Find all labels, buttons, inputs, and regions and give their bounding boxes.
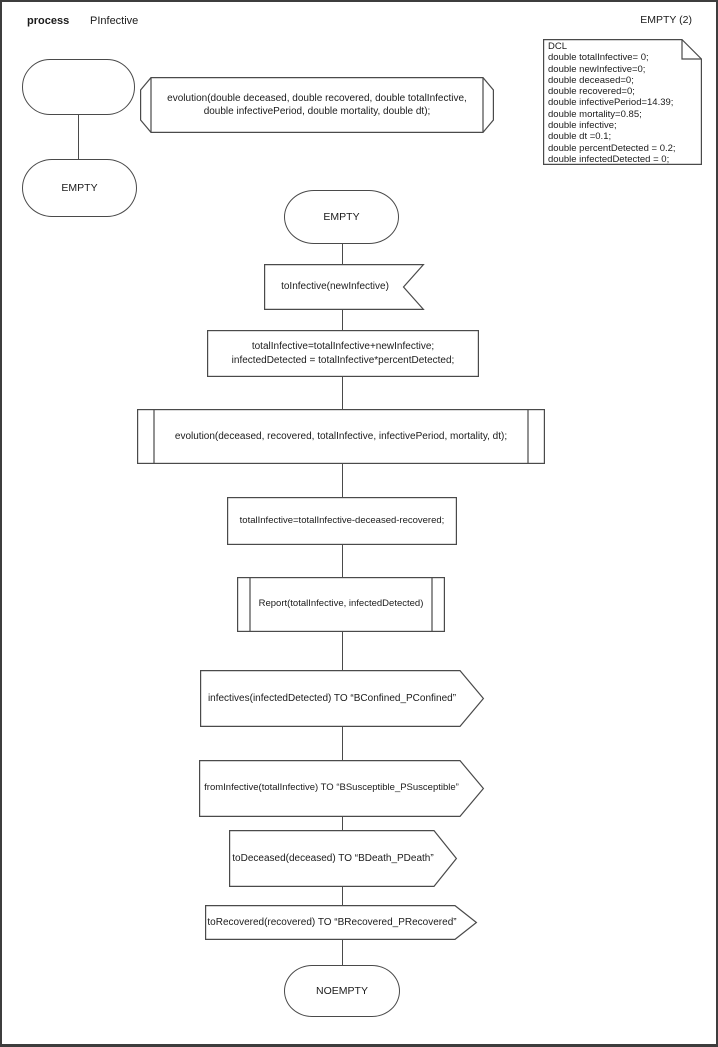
procedure-call-text: Report(totalInfective, infectedDetected) <box>258 598 424 610</box>
output-text: fromInfective(totalInfective) TO “BSusce… <box>204 782 459 794</box>
flow-connector <box>342 377 344 409</box>
flow-connector <box>342 310 344 330</box>
task-subtract-removed[interactable]: totalInfective=totalInfective-deceased-r… <box>227 497 458 545</box>
procedure-call-evolution[interactable]: evolution(deceased, recovered, totalInfe… <box>137 409 545 464</box>
input-toinfective[interactable]: toInfective(newInfective) <box>264 264 425 311</box>
flow-connector <box>78 115 80 159</box>
flow-connector <box>342 545 344 577</box>
procedure-declaration-evolution[interactable]: evolution(double deceased, double recove… <box>140 77 494 134</box>
process-name: PInfective <box>90 15 139 27</box>
page-reference: EMPTY (2) <box>640 14 692 26</box>
procedure-call-report[interactable]: Report(totalInfective, infectedDetected) <box>237 577 446 632</box>
state-label: EMPTY <box>323 211 360 223</box>
state-label: NOEMPTY <box>316 985 368 997</box>
declarations-text: DCL double totalInfective= 0; double new… <box>548 41 676 165</box>
output-frominfective[interactable]: fromInfective(totalInfective) TO “BSusce… <box>199 760 485 818</box>
process-kind-label: process <box>27 15 70 27</box>
state-label: EMPTY <box>61 182 98 194</box>
input-text: toInfective(newInfective) <box>281 281 389 293</box>
flow-connector <box>342 464 344 497</box>
task-text: totalInfective=totalInfective-deceased-r… <box>239 514 445 526</box>
flow-connector <box>342 817 344 830</box>
procedure-call-text: evolution(deceased, recovered, totalInfe… <box>174 430 508 442</box>
output-text: toRecovered(recovered) TO “BRecovered_PR… <box>207 916 457 928</box>
output-text: toDeceased(deceased) TO “BDeath_PDeath” <box>232 852 434 864</box>
declarations-text-symbol[interactable]: DCL double totalInfective= 0; double new… <box>543 39 702 165</box>
procedure-declaration-text: evolution(double deceased, double recove… <box>167 92 467 118</box>
output-text: infectives(infectedDetected) TO “BConfin… <box>207 692 457 704</box>
flow-connector <box>342 632 344 670</box>
flow-connector <box>342 244 344 264</box>
output-infectives[interactable]: infectives(infectedDetected) TO “BConfin… <box>200 670 485 728</box>
flow-connector <box>342 940 344 965</box>
output-todeceased[interactable]: toDeceased(deceased) TO “BDeath_PDeath” <box>229 830 458 888</box>
initial-state-empty[interactable]: EMPTY <box>22 159 137 217</box>
task-update-totals[interactable]: totalInfective=totalInfective+newInfecti… <box>207 330 479 377</box>
state-noempty[interactable]: NOEMPTY <box>284 965 400 1017</box>
output-torecovered[interactable]: toRecovered(recovered) TO “BRecovered_PR… <box>205 905 478 941</box>
task-text: totalInfective=totalInfective+newInfecti… <box>231 341 455 366</box>
flow-connector <box>342 887 344 905</box>
flow-connector <box>342 727 344 760</box>
start-symbol[interactable] <box>22 59 135 115</box>
state-empty[interactable]: EMPTY <box>284 190 399 244</box>
